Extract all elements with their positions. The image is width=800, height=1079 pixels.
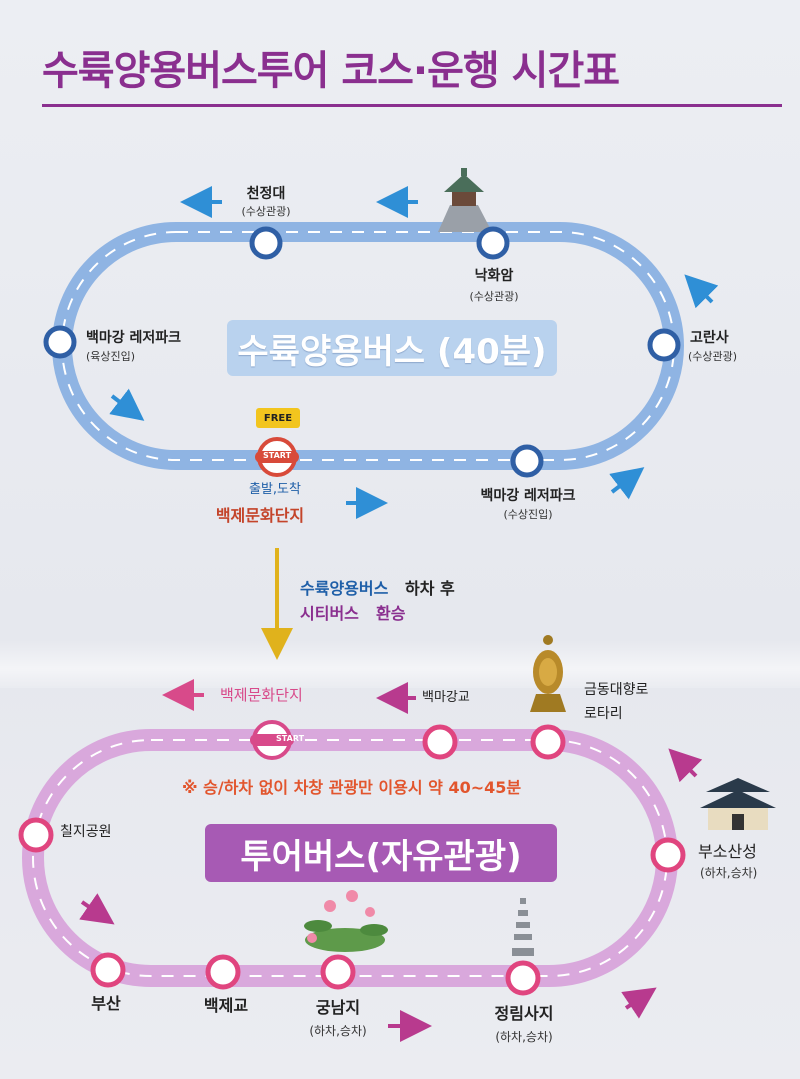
transfer-note-alight: 하차 후 (405, 579, 455, 598)
stop-marker-baekjegyo (205, 954, 241, 990)
stop-label-goransa: 고란사 (690, 330, 729, 346)
paper-fold (0, 640, 800, 688)
top-route-badge: 수륙양용버스 (40분) (227, 320, 557, 376)
stop-marker-cheonjeongdae (249, 226, 283, 260)
page-title: 수륙양용버스투어 코스·운행 시간표 (42, 48, 620, 94)
transfer-note-amphibious: 수륙양용버스 (300, 579, 389, 598)
palace-gate-icon (700, 778, 776, 830)
stop-label-jeongnimsaji: 정림사지 (494, 1004, 554, 1023)
stop-marker-leisure-water (510, 444, 544, 478)
arrow-up-right-b2 (621, 987, 657, 1019)
stop-label-nakhwaam: 낙화암 (474, 268, 514, 284)
start-tag-bottom: START (275, 734, 305, 743)
bottom-route-badge: 투어버스(자유관광) (205, 824, 557, 882)
stop-marker-busan (90, 952, 126, 988)
start-marker-top (255, 437, 299, 477)
arrow-up-right-2 (609, 467, 645, 500)
stop-label-gungnamji: 궁남지 (315, 998, 361, 1017)
start-marker-bottom (250, 720, 294, 760)
top-direction-arrows (109, 186, 719, 519)
stop-label-busosanseong: 부소산성 (698, 842, 757, 861)
incense-burner-icon (530, 635, 566, 712)
bottom-direction-arrows (79, 679, 703, 1042)
pavilion-icon (438, 168, 492, 232)
stop-marker-nakhwaam (476, 226, 510, 260)
arrow-down-right-1 (109, 388, 145, 421)
stop-marker-geumdong-rotary (530, 724, 566, 760)
stop-sub-busosanseong: (하차,승차) (700, 866, 758, 880)
lotus-pond-icon (304, 890, 388, 952)
stop-marker-leisure-land (43, 325, 77, 359)
arrow-up-right-b1 (668, 748, 703, 783)
bottom-label-baekje-complex: 백제문화단지 (220, 686, 303, 704)
stop-label-cheonjeongdae: 천정대 (246, 186, 286, 202)
bottom-label-baengmagang-bridge: 백마강교 (422, 690, 470, 705)
window-tour-notice: ※ 승/하차 없이 차창 관광만 이용시 약 40~45분 (182, 778, 522, 797)
arrow-down-right-b1 (79, 893, 115, 925)
stop-sub-cheonjeongdae: (수상관광) (241, 205, 291, 218)
stop-sub-leisure-land: (육상진입) (86, 350, 136, 363)
transfer-note-citybus: 시티버스 (300, 604, 359, 623)
stop-marker-busosanseong (650, 837, 686, 873)
stop-marker-goransa (647, 328, 681, 362)
start-name: 백제문화단지 (215, 506, 305, 525)
stop-marker-chilji-park (18, 817, 54, 853)
start-tag-top: START (262, 451, 292, 460)
stop-label-leisure-land: 백마강 레저파크 (86, 330, 182, 346)
stop-sub-jeongnimsaji: (하차,승차) (495, 1030, 553, 1044)
title-underline (42, 104, 782, 107)
stop-marker-jeongnimsaji (505, 960, 541, 996)
stop-label-baekjegyo: 백제교 (203, 996, 249, 1015)
stop-label-rotary: 로타리 (584, 706, 623, 722)
stop-label-leisure-water: 백마강 레저파크 (480, 488, 576, 504)
stop-marker-baengmagang-bridge (422, 724, 458, 760)
stop-sub-leisure-water: (수상진입) (503, 508, 553, 521)
stop-label-chilji-park: 칠지공원 (60, 824, 112, 840)
stop-label-geumdong: 금동대향로 (584, 682, 649, 698)
stop-sub-gungnamji: (하차,승차) (309, 1024, 367, 1038)
transfer-note-transfer: 환승 (376, 604, 406, 623)
pagoda-icon (512, 898, 534, 956)
stop-label-busan: 부산 (91, 994, 121, 1013)
free-tag: FREE (256, 408, 300, 428)
bottom-stop-markers (18, 724, 686, 996)
arrow-up-right-1 (684, 274, 719, 309)
stop-sub-nakhwaam: (수상관광) (469, 290, 519, 303)
stop-marker-gungnamji (320, 954, 356, 990)
start-label: 출발,도착 (249, 482, 301, 497)
stop-sub-goransa: (수상관광) (688, 350, 738, 363)
top-stop-markers (43, 226, 681, 478)
